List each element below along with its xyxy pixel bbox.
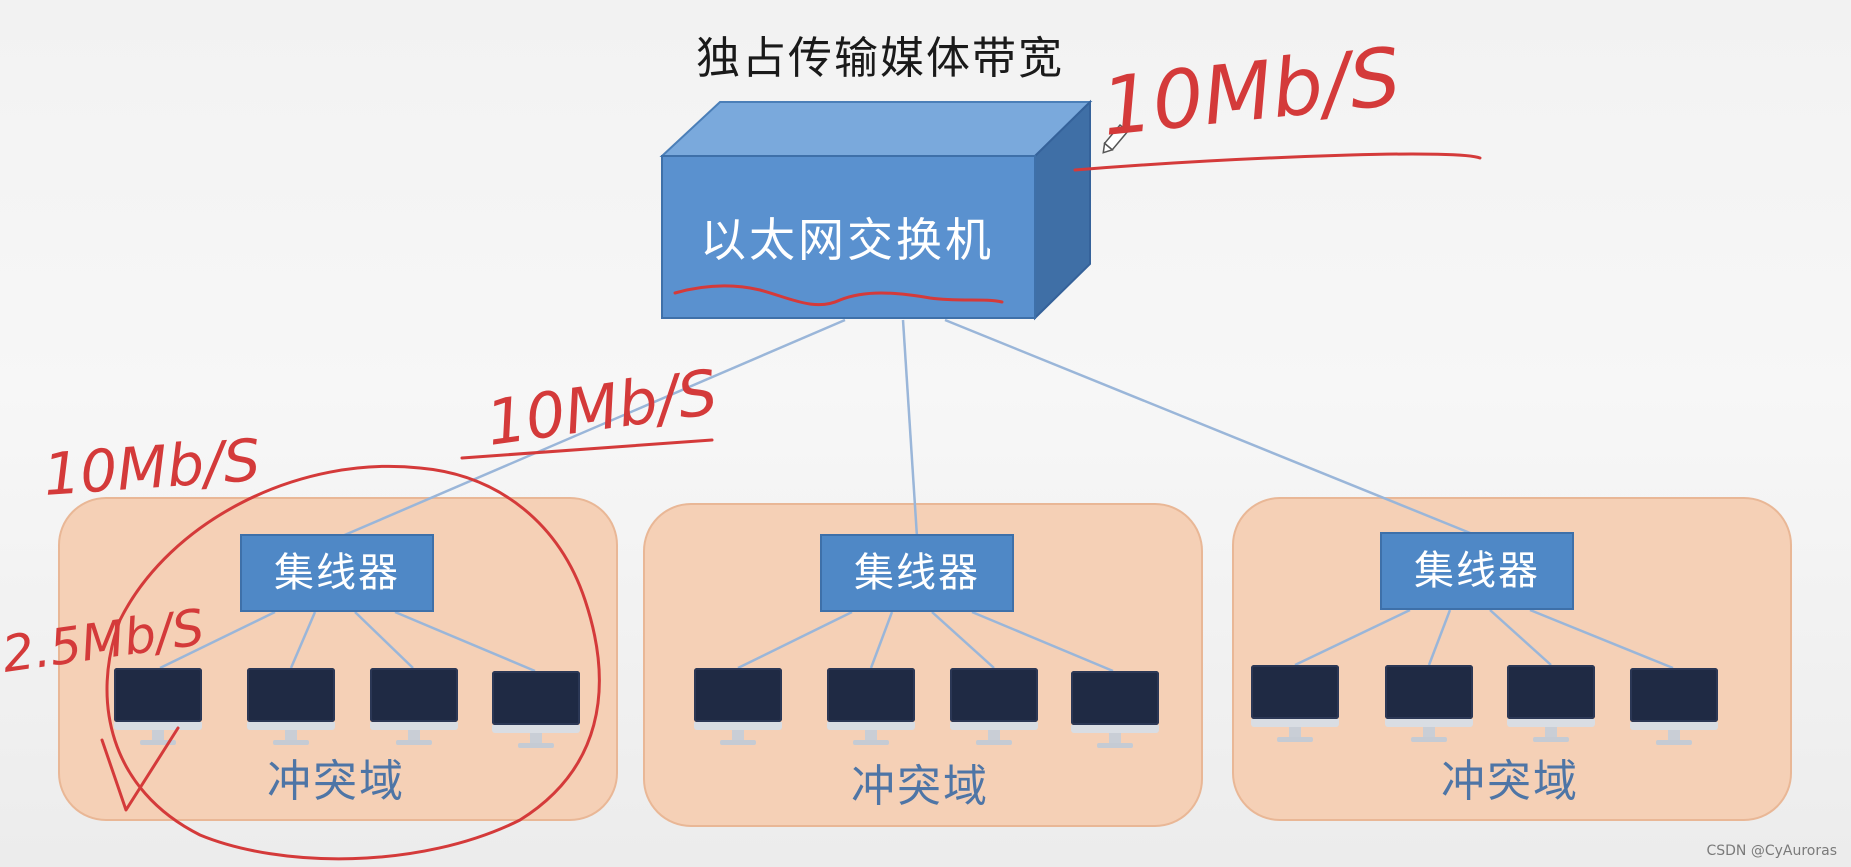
uplink-rate-annotation: 10Mb/S: [482, 355, 722, 460]
host-rate-annotation: 2.5Mb/S: [0, 598, 208, 684]
left-domain-circle: [107, 466, 599, 858]
switch-label-underline: [675, 286, 1002, 305]
watermark: CSDN @CyAuroras: [1706, 843, 1837, 859]
switch-rate-annotation: 10Mb/S: [1097, 30, 1404, 154]
switch-rate-underline: [1075, 154, 1480, 170]
hub-rate-annotation: 10Mb/S: [41, 426, 262, 509]
